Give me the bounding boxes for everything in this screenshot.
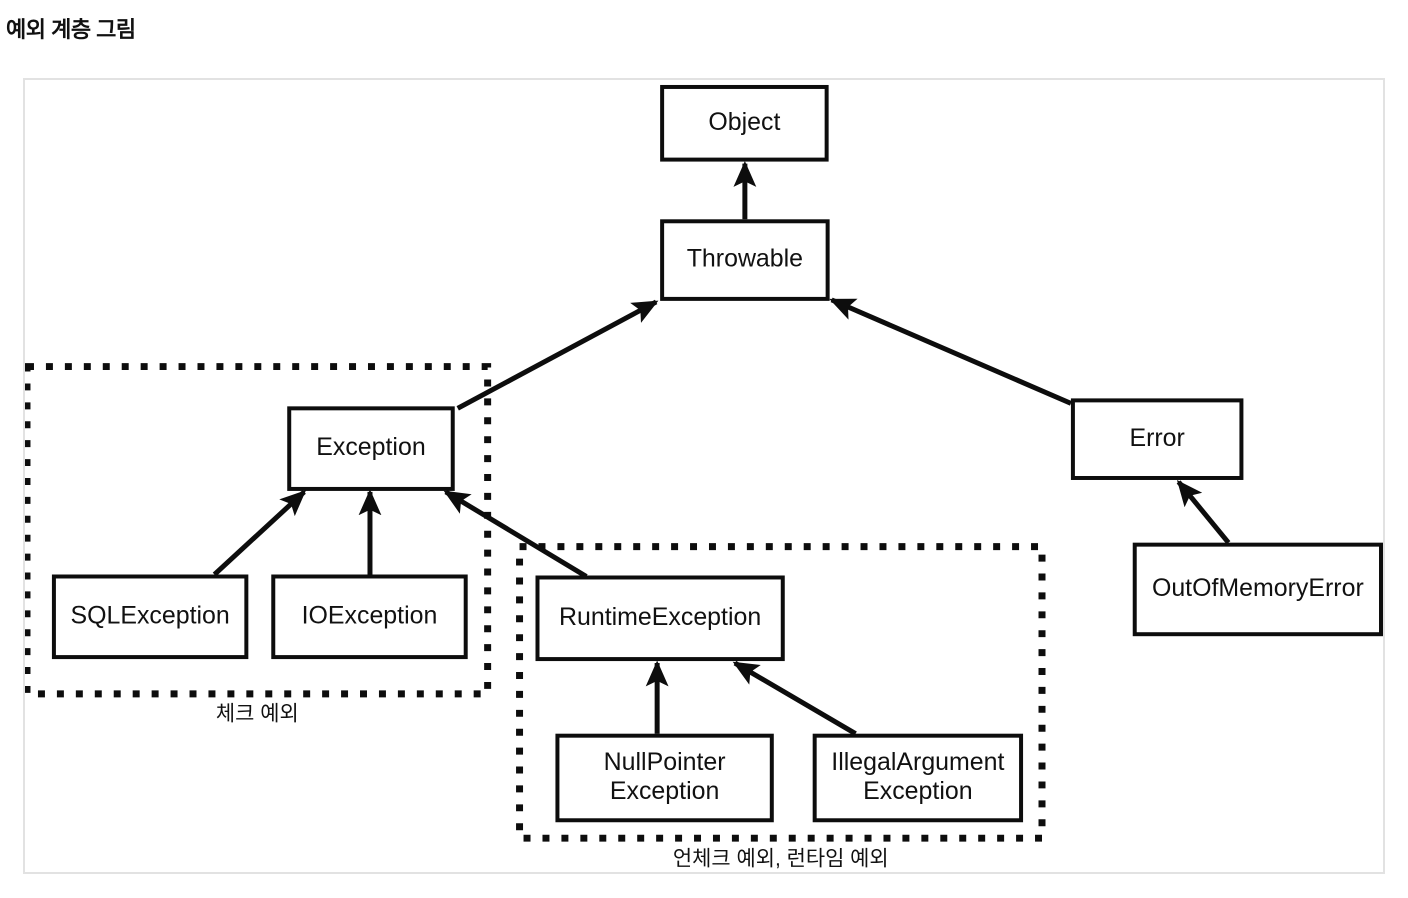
group-regions [25,363,1046,842]
edge-error-to-throwable [829,297,1072,406]
edge-exception-to-throwable [456,299,659,411]
node-nullpointerexception-label: Exception [610,777,719,805]
node-object-label: Object [708,108,780,136]
node-sqlexception-box[interactable] [51,574,249,660]
edge-sqlexception-to-exception [212,490,307,577]
node-sqlexception[interactable]: SQLException [51,574,249,660]
node-sqlexception-label: SQLException [70,601,229,629]
node-nullpointerexception-label: NullPointer [604,748,726,776]
node-illegalargumentexception-label: Exception [863,777,972,805]
checked-exception-group-label: 체크 예외 [216,702,299,725]
node-exception[interactable]: Exception [287,406,455,491]
node-object-box[interactable] [660,84,829,162]
node-outofmemoryerror-label: OutOfMemoryError [1152,574,1364,602]
edge-illegalargumentexception-to-runtimeexception [732,660,857,736]
node-runtimeexception-box[interactable] [535,575,785,662]
node-nullpointerexception-box[interactable] [555,733,774,823]
node-ioexception-box[interactable] [271,574,468,660]
node-illegalargumentexception-box[interactable] [812,733,1024,823]
node-illegalargumentexception-label: IllegalArgument [831,748,1004,776]
checked-exception-group [25,363,492,698]
node-runtimeexception-label: RuntimeException [559,603,761,631]
node-exception-box[interactable] [287,406,455,491]
unchecked-exception-group-label: 언체크 예외, 런타임 예외 [673,848,889,871]
inheritance-edges [212,160,1231,736]
node-outofmemoryerror[interactable]: OutOfMemoryError [1132,542,1383,637]
node-throwable[interactable]: Throwable [660,219,830,301]
edge-runtimeexception-to-exception [443,489,588,579]
node-error[interactable]: Error [1070,398,1244,480]
node-ioexception[interactable]: IOException [271,574,468,660]
node-throwable-label: Throwable [687,245,803,273]
node-error-label: Error [1129,424,1184,452]
node-error-box[interactable] [1070,398,1244,480]
node-object[interactable]: Object [660,84,829,162]
page-title: 예외 계층 그림 [6,17,136,42]
node-runtimeexception[interactable]: RuntimeException [535,575,785,662]
node-ioexception-label: IOException [302,601,438,629]
unchecked-exception-group [516,543,1046,842]
node-exception-label: Exception [316,433,425,461]
node-throwable-box[interactable] [660,219,830,301]
node-outofmemoryerror-box[interactable] [1132,542,1383,637]
edge-outofmemoryerror-to-error [1176,479,1231,545]
